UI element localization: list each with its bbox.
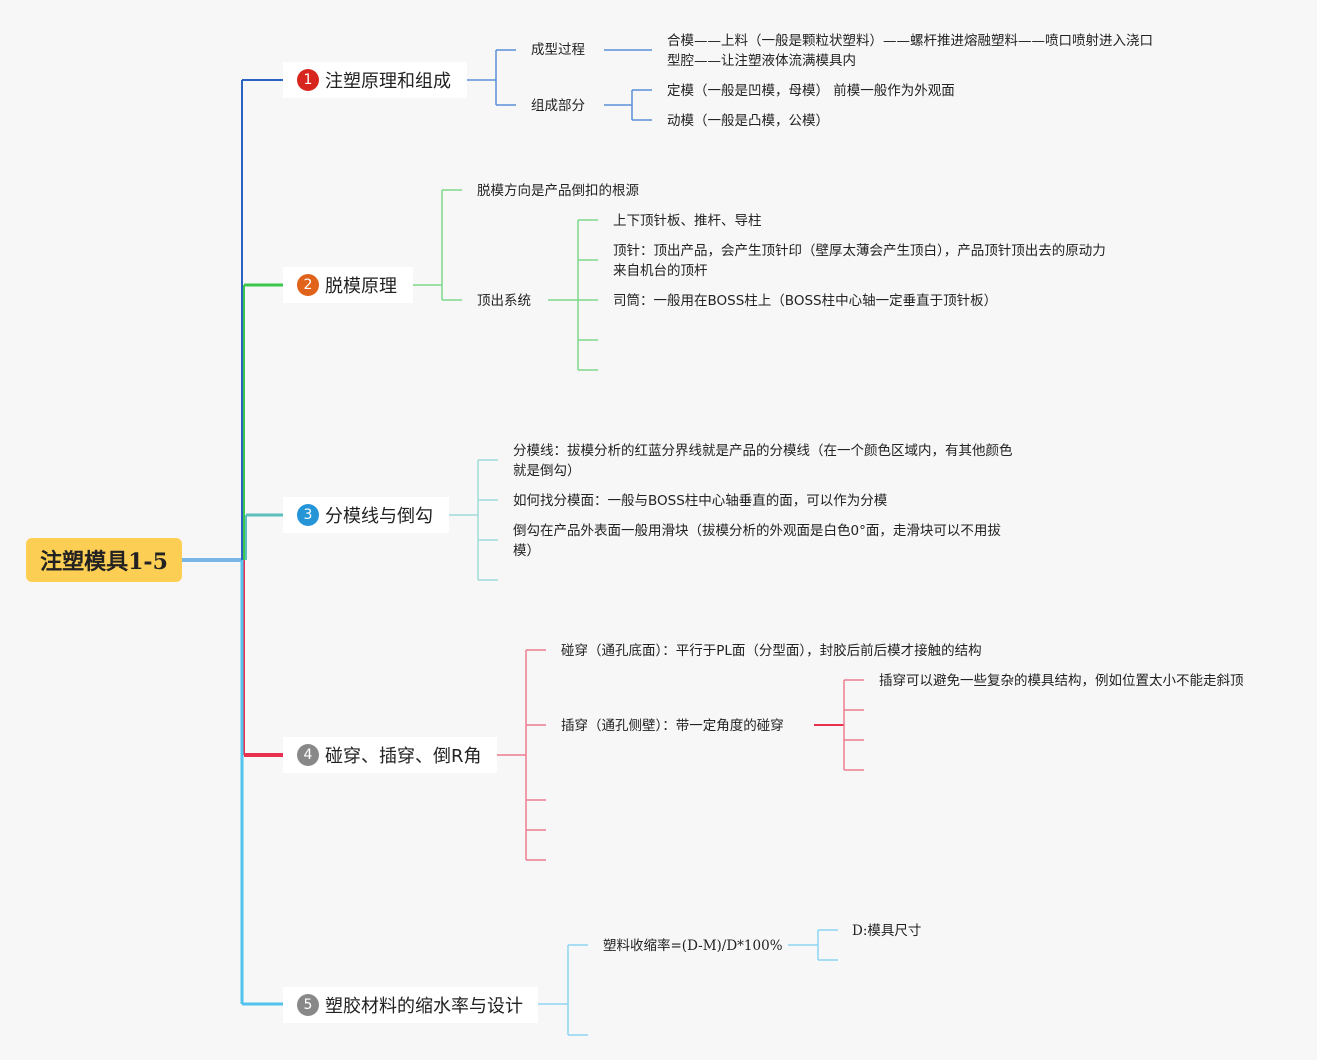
node-undercut-slider[interactable]: 倒勾在产品外表面一般用滑块（拔模分析的外观面是白色0°面，走滑块可以不用拔模） [513,523,1001,559]
node-eject-item-3[interactable]: 司筒：一般用在BOSS柱上（BOSS柱中心轴一定垂直于顶针板） [613,293,998,309]
branch-topic-5[interactable]: 5 塑胶材料的缩水率与设计 [283,987,538,1023]
root-label: 注塑模具1-5 [40,549,168,575]
node-fixed-mold[interactable]: 定模（一般是凹模，母模） 前模一般作为外观面 [667,83,955,99]
branch-5-lines [538,929,838,1036]
node-eject-system[interactable]: 顶出系统 [477,293,531,309]
branch-2-label: 脱模原理 [325,276,397,297]
branch-topic-2[interactable]: 2 脱模原理 [283,267,413,303]
number-3-icon: 3 [297,504,319,526]
node-forming-process[interactable]: 成型过程 [531,42,585,58]
node-insert-off[interactable]: 插穿（通孔侧壁）：带一定角度的碰穿 [561,718,784,734]
branch-topic-4[interactable]: 4 碰穿、插穿、倒R角 [283,737,497,773]
root-topic[interactable]: 注塑模具1-5 [26,538,182,582]
branch-topic-1[interactable]: 1 注塑原理和组成 [283,62,467,98]
branch-1-lines [467,49,652,121]
node-d-definition[interactable]: D:模具尺寸 [852,923,922,939]
node-insert-note[interactable]: 插穿可以避免一些复杂的模具结构，例如位置太小不能走斜顶 [879,673,1244,689]
branch-topic-3[interactable]: 3 分模线与倒勾 [283,497,449,533]
node-parting-line[interactable]: 分模线：拔模分析的红蓝分界线就是产品的分模线（在一个颜色区域内，有其他颜色就是倒… [513,443,1013,479]
branch-4-label: 碰穿、插穿、倒R角 [325,746,482,767]
node-find-parting-surface[interactable]: 如何找分模面：一般与BOSS柱中心轴垂直的面，可以作为分模 [513,493,888,509]
node-parts[interactable]: 组成部分 [531,98,585,114]
node-forming-desc[interactable]: 合模——上料（一般是颗粒状塑料）——螺杆推进熔融塑料——喷口喷射进入浇口型腔——… [667,33,1153,69]
node-eject-item-2[interactable]: 顶针：顶出产品，会产生顶针印（壁厚太薄会产生顶白），产品顶针顶出去的原动力来自机… [613,243,1106,279]
number-5-icon: 5 [297,994,319,1016]
branch-1-label: 注塑原理和组成 [325,71,451,92]
number-4-icon: 4 [297,744,319,766]
number-2-icon: 2 [297,274,319,296]
node-demold-direction[interactable]: 脱模方向是产品倒扣的根源 [477,183,639,199]
node-shrink-formula[interactable]: 塑料收缩率=(D-M)/D*100% [603,938,783,954]
branch-3-lines [449,459,498,581]
node-eject-item-1[interactable]: 上下顶针板、推杆、导柱 [613,213,762,229]
branch-4-lines [497,649,864,861]
number-1-icon: 1 [297,69,319,91]
branch-2-lines [413,189,598,371]
branch-3-label: 分模线与倒勾 [325,506,433,527]
node-moving-mold[interactable]: 动模（一般是凸模，公模） [667,113,829,129]
branch-5-label: 塑胶材料的缩水率与设计 [325,996,523,1017]
node-bump-off[interactable]: 碰穿（通孔底面）：平行于PL面（分型面），封胶后前后模才接触的结构 [561,643,982,659]
